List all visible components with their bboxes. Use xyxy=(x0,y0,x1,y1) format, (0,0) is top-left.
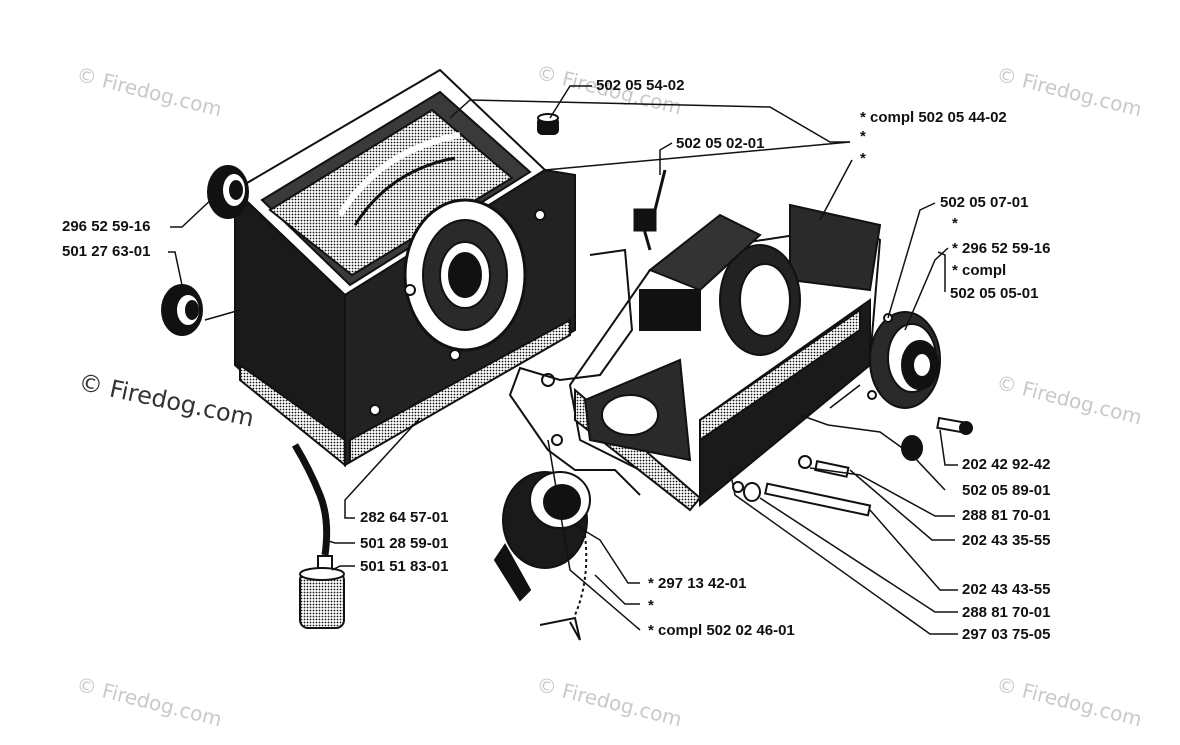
part-label: * xyxy=(952,215,958,232)
part-label: * 297 13 42-01 xyxy=(648,575,747,592)
part-label: 502 05 05-01 xyxy=(950,285,1039,302)
left-crankcase-half xyxy=(233,68,576,468)
pipe-502-05-02-01 xyxy=(633,169,667,251)
chain xyxy=(574,534,588,616)
plug-502-05-89-01 xyxy=(901,435,923,461)
part-label: 501 27 63-01 xyxy=(62,243,151,260)
part-label: 502 05 89-01 xyxy=(962,482,1051,499)
fuel-hose-501-28-59-01 xyxy=(291,443,331,556)
screw-202-43-43-55 xyxy=(732,481,872,517)
part-label: 502 05 02-01 xyxy=(676,135,765,152)
cap-clip xyxy=(539,616,581,641)
cap-297-13-42-01 xyxy=(493,471,591,602)
part-label: * compl xyxy=(952,262,1007,279)
bearing-501-27-63-01 xyxy=(161,284,203,336)
gasket-282-64-57-01 xyxy=(508,248,641,496)
part-label: 502 05 54-02 xyxy=(596,77,685,94)
part-label: * compl 502 05 44-02 xyxy=(860,109,1007,126)
part-label: * xyxy=(860,128,866,145)
plug-502-05-54-02 xyxy=(537,113,559,135)
screw-202-43-35-55 xyxy=(798,455,850,478)
part-label: * xyxy=(860,150,866,167)
part-label: 202 43 35-55 xyxy=(962,532,1051,549)
part-label: * xyxy=(648,597,654,614)
part-label: 202 43 43-55 xyxy=(962,581,1051,598)
leader-lines xyxy=(168,85,958,635)
part-label: * compl 502 02 46-01 xyxy=(648,622,795,639)
right-crankcase-half xyxy=(568,203,882,512)
part-label: 297 03 75-05 xyxy=(962,626,1051,643)
fuel-filter-501-51-83-01 xyxy=(299,555,345,629)
part-label: 296 52 59-16 xyxy=(62,218,151,235)
part-label: 288 81 70-01 xyxy=(962,604,1051,621)
part-label: 501 28 59-01 xyxy=(360,535,449,552)
part-label: 501 51 83-01 xyxy=(360,558,449,575)
part-label: 202 42 92-42 xyxy=(962,456,1051,473)
screw-202-42-92-42 xyxy=(936,416,973,435)
part-label: 282 64 57-01 xyxy=(360,509,449,526)
part-label: * 296 52 59-16 xyxy=(952,240,1051,257)
bearing-cover-502-05-07-01 xyxy=(867,311,941,409)
part-label: 502 05 07-01 xyxy=(940,194,1029,211)
seal-296-52-59-16 xyxy=(207,165,249,219)
part-label: 288 81 70-01 xyxy=(962,507,1051,524)
